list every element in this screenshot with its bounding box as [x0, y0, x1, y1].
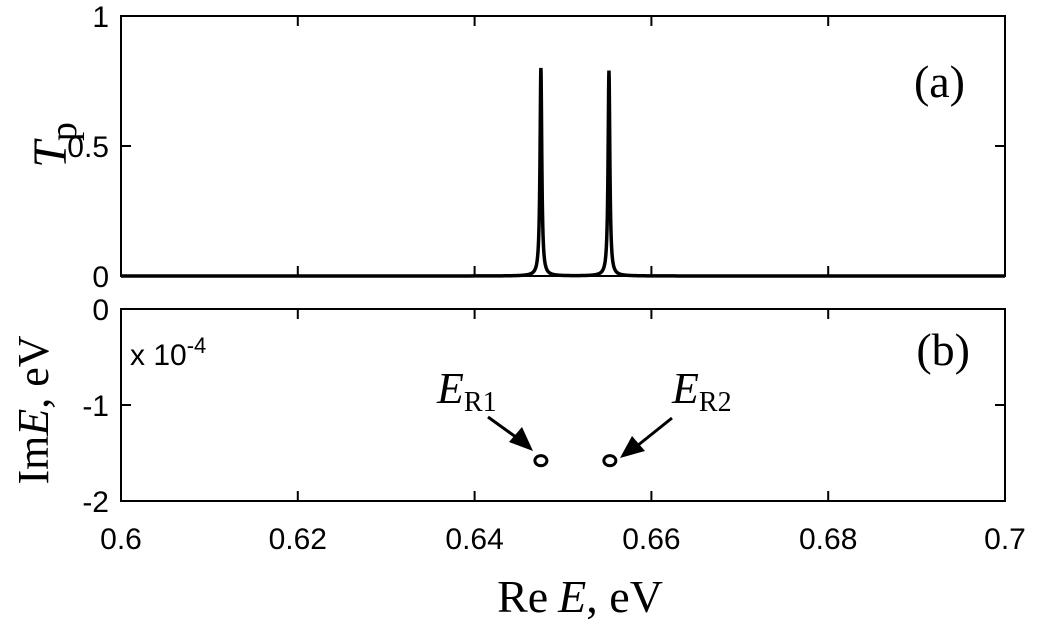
x-tick-label: 0.64 [445, 523, 503, 556]
er1-arrowhead [509, 427, 533, 451]
transmission-line [121, 67, 1005, 278]
panel-b-points [533, 454, 618, 468]
panel-a: 00.51 (a) Tp [24, 1, 1006, 294]
panel-a-y-axis-label: Tp [24, 122, 85, 168]
y-tick-label: 1 [92, 1, 109, 34]
panel-a-label: (a) [914, 56, 965, 107]
y-tick-label: 0 [92, 294, 109, 327]
er2-label: ER2 [671, 364, 732, 418]
panel-b-tick-labels: 0.6 0.62 0.64 0.66 0.68 0.7 0 -1 -2 [82, 294, 1026, 556]
x-tick-label: 0.62 [269, 523, 327, 556]
annotation-er1: ER1 [436, 364, 533, 451]
panel-a-frame [120, 15, 1006, 277]
panel-a-ticks [120, 15, 1006, 277]
x-tick-label: 0.66 [622, 523, 680, 556]
panel-b-ticks [120, 308, 1006, 502]
er2-arrowhead [620, 436, 645, 458]
resonance-point [533, 454, 549, 468]
er1-label: ER1 [436, 364, 497, 418]
y-tick-label: 0.5 [67, 131, 109, 164]
y-tick-label: 0 [92, 261, 109, 294]
panel-b-y-axis-label: ImE, eV [9, 335, 58, 484]
panel-b-label: (b) [916, 324, 970, 375]
panel-b: 0.6 0.62 0.64 0.66 0.68 0.7 0 -1 -2 x 10-4 (b) I… [9, 294, 1026, 622]
y-tick-label: -1 [82, 390, 109, 423]
x-tick-label: 0.6 [100, 523, 142, 556]
scale-note: x 10-4 [130, 333, 206, 372]
annotation-er2: ER2 [620, 364, 732, 458]
panel-b-frame [120, 308, 1006, 502]
panel-a-tick-labels: 00.51 [67, 1, 109, 294]
x-tick-label: 0.68 [799, 523, 857, 556]
y-tick-label: -2 [82, 486, 109, 519]
er2-arrow [636, 416, 673, 448]
x-tick-label: 0.7 [984, 523, 1026, 556]
resonance-point [602, 454, 618, 468]
